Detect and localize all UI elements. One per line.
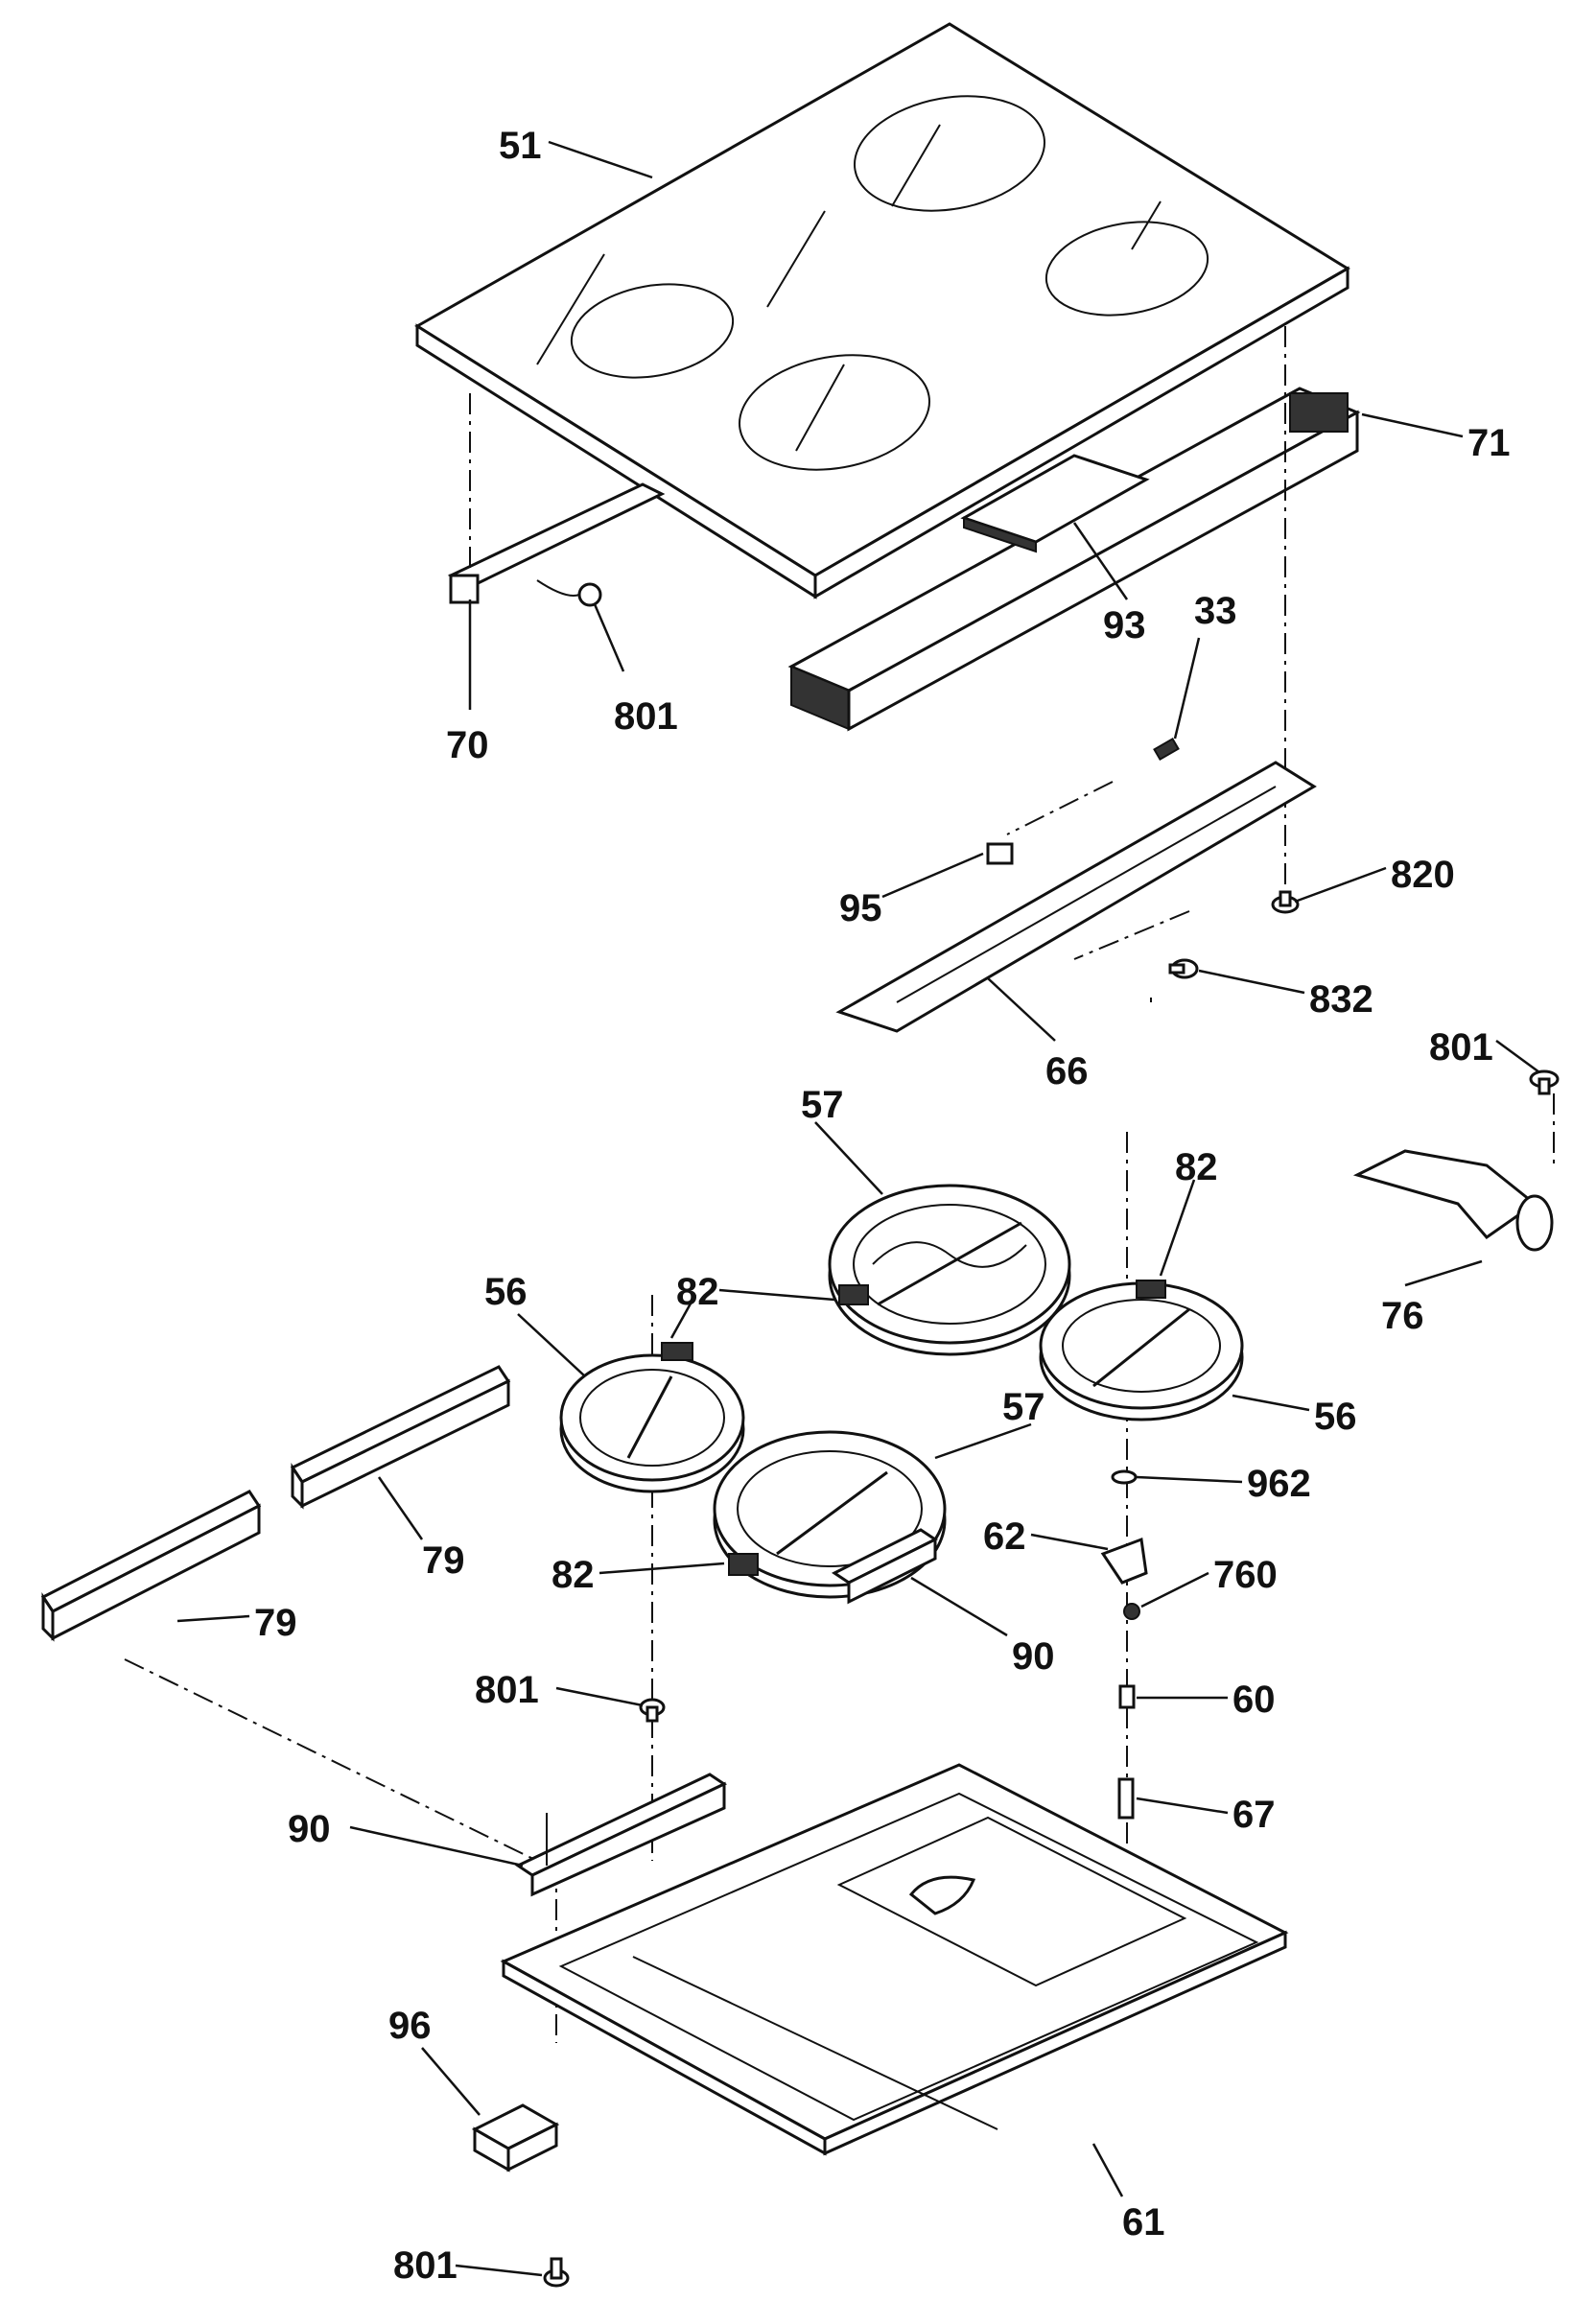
label-801-top: 801 <box>614 695 678 738</box>
label-67: 67 <box>1232 1794 1276 1836</box>
clip-962 <box>1111 1469 1138 1485</box>
screw-801-top-left <box>536 579 602 607</box>
switch-76 <box>1352 1149 1554 1252</box>
foam-pad-93 <box>960 454 1150 553</box>
label-801-lower: 801 <box>475 1669 539 1711</box>
label-760: 760 <box>1213 1554 1278 1596</box>
bracket-62 <box>1100 1537 1148 1585</box>
label-60: 60 <box>1232 1679 1276 1721</box>
label-61: 61 <box>1122 2201 1165 2243</box>
bracket-96 <box>471 2103 560 2173</box>
label-79-lower: 79 <box>254 1602 297 1644</box>
label-66: 66 <box>1045 1050 1089 1092</box>
label-962: 962 <box>1247 1463 1311 1505</box>
base-pan-61 <box>500 1763 1289 2156</box>
rail-79-upper <box>290 1365 511 1510</box>
label-70: 70 <box>446 724 489 766</box>
label-62: 62 <box>983 1515 1026 1558</box>
label-57-rear: 57 <box>801 1084 844 1126</box>
glass-cooktop <box>414 22 1350 599</box>
screw-801-lower <box>639 1698 666 1723</box>
screw-832 <box>1168 958 1199 979</box>
label-57-front: 57 <box>1002 1386 1045 1428</box>
label-82-rear: 82 <box>676 1271 719 1313</box>
screw-33 <box>1153 737 1180 762</box>
element-56-right <box>1039 1280 1244 1421</box>
label-71: 71 <box>1467 422 1511 464</box>
leader-lines <box>176 140 1540 2277</box>
label-82-right: 82 <box>1175 1146 1218 1188</box>
element-57-rear <box>828 1184 1071 1356</box>
label-96: 96 <box>388 2005 432 2047</box>
spring-60 <box>1118 1684 1136 1709</box>
label-76: 76 <box>1381 1295 1424 1337</box>
label-820: 820 <box>1391 854 1455 896</box>
label-93: 93 <box>1103 604 1146 646</box>
label-82-front: 82 <box>552 1554 595 1596</box>
terminal-block-90-mid <box>832 1528 938 1605</box>
stud-67 <box>1117 1777 1135 1820</box>
foam-strip-70 <box>447 482 666 604</box>
screw-820 <box>1271 890 1300 914</box>
label-90-mid: 90 <box>1012 1635 1055 1678</box>
nut-760 <box>1123 1603 1140 1620</box>
label-95: 95 <box>839 887 882 929</box>
label-51: 51 <box>499 125 542 167</box>
part-labels: 51 71 93 33 70 801 820 95 832 66 801 57 … <box>254 125 1511 2287</box>
label-90-left: 90 <box>288 1808 331 1850</box>
rail-79-lower <box>40 1490 262 1642</box>
label-56-right: 56 <box>1314 1396 1357 1438</box>
screw-801-bottom <box>543 2257 570 2288</box>
label-79-upper: 79 <box>422 1539 465 1582</box>
label-56-left: 56 <box>484 1271 528 1313</box>
bracket-66 <box>835 761 1317 1033</box>
label-33: 33 <box>1194 590 1237 632</box>
label-801-bottom: 801 <box>393 2244 458 2287</box>
label-801-right: 801 <box>1429 1026 1493 1069</box>
element-56-left <box>559 1342 745 1493</box>
terminal-block-90-left <box>514 1773 728 1897</box>
label-832: 832 <box>1309 978 1373 1021</box>
screw-801-right <box>1529 1069 1560 1095</box>
